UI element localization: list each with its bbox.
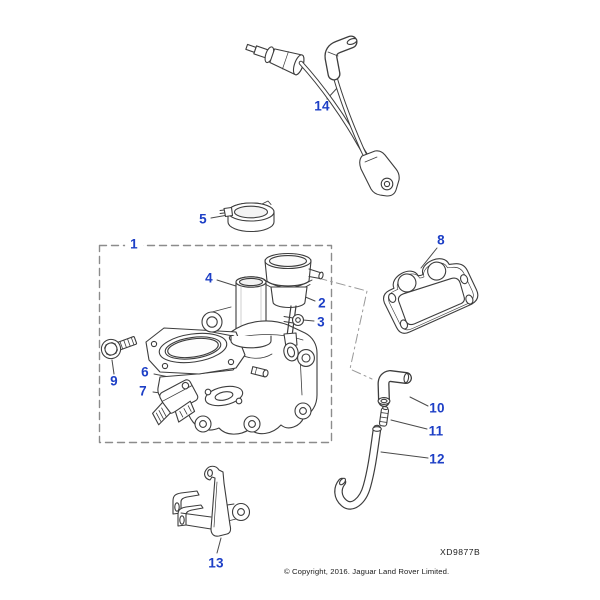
leader-line-8 bbox=[420, 247, 438, 269]
throttle-body-drawing bbox=[145, 252, 324, 435]
screw-drawing bbox=[100, 336, 138, 360]
routing-reference-line bbox=[317, 277, 373, 380]
callout-14[interactable]: 14 bbox=[314, 98, 330, 114]
leader-lines bbox=[111, 86, 438, 554]
leader-line-10 bbox=[409, 396, 429, 407]
gasket-drawing bbox=[382, 258, 479, 334]
bracket-drawing bbox=[172, 465, 251, 537]
clamp-drawing bbox=[219, 200, 275, 233]
bolt3-drawing bbox=[283, 313, 305, 327]
callout-13[interactable]: 13 bbox=[208, 555, 224, 571]
leader-line-12 bbox=[380, 451, 429, 459]
callout-6[interactable]: 6 bbox=[141, 364, 149, 380]
leader-line-3 bbox=[302, 319, 315, 322]
elbow-drawing bbox=[377, 370, 412, 407]
callout-10[interactable]: 10 bbox=[429, 400, 445, 416]
callout-12[interactable]: 12 bbox=[429, 451, 445, 467]
callout-11[interactable]: 11 bbox=[428, 423, 444, 439]
callout-2[interactable]: 2 bbox=[318, 295, 326, 311]
callout-8[interactable]: 8 bbox=[437, 232, 445, 248]
callout-5[interactable]: 5 bbox=[199, 211, 207, 227]
hose-drawing bbox=[334, 424, 382, 510]
leader-line-11 bbox=[390, 419, 428, 430]
diagram-code: XD9877B bbox=[440, 547, 481, 557]
callout-4[interactable]: 4 bbox=[205, 270, 213, 286]
harness-drawing bbox=[245, 35, 400, 197]
leader-line-4 bbox=[216, 279, 240, 288]
callout-3[interactable]: 3 bbox=[317, 314, 325, 330]
callout-7[interactable]: 7 bbox=[139, 383, 147, 399]
leader-line-9 bbox=[111, 359, 115, 375]
copyright-notice: © Copyright, 2016. Jaguar Land Rover Lim… bbox=[284, 567, 450, 576]
fitting-drawing bbox=[378, 406, 390, 427]
sensor-drawing bbox=[152, 379, 199, 426]
callout-9[interactable]: 9 bbox=[110, 373, 118, 389]
callout-1[interactable]: 1 bbox=[125, 237, 143, 251]
assembly-boundary-box bbox=[98, 244, 333, 444]
leader-line-13 bbox=[216, 537, 222, 554]
